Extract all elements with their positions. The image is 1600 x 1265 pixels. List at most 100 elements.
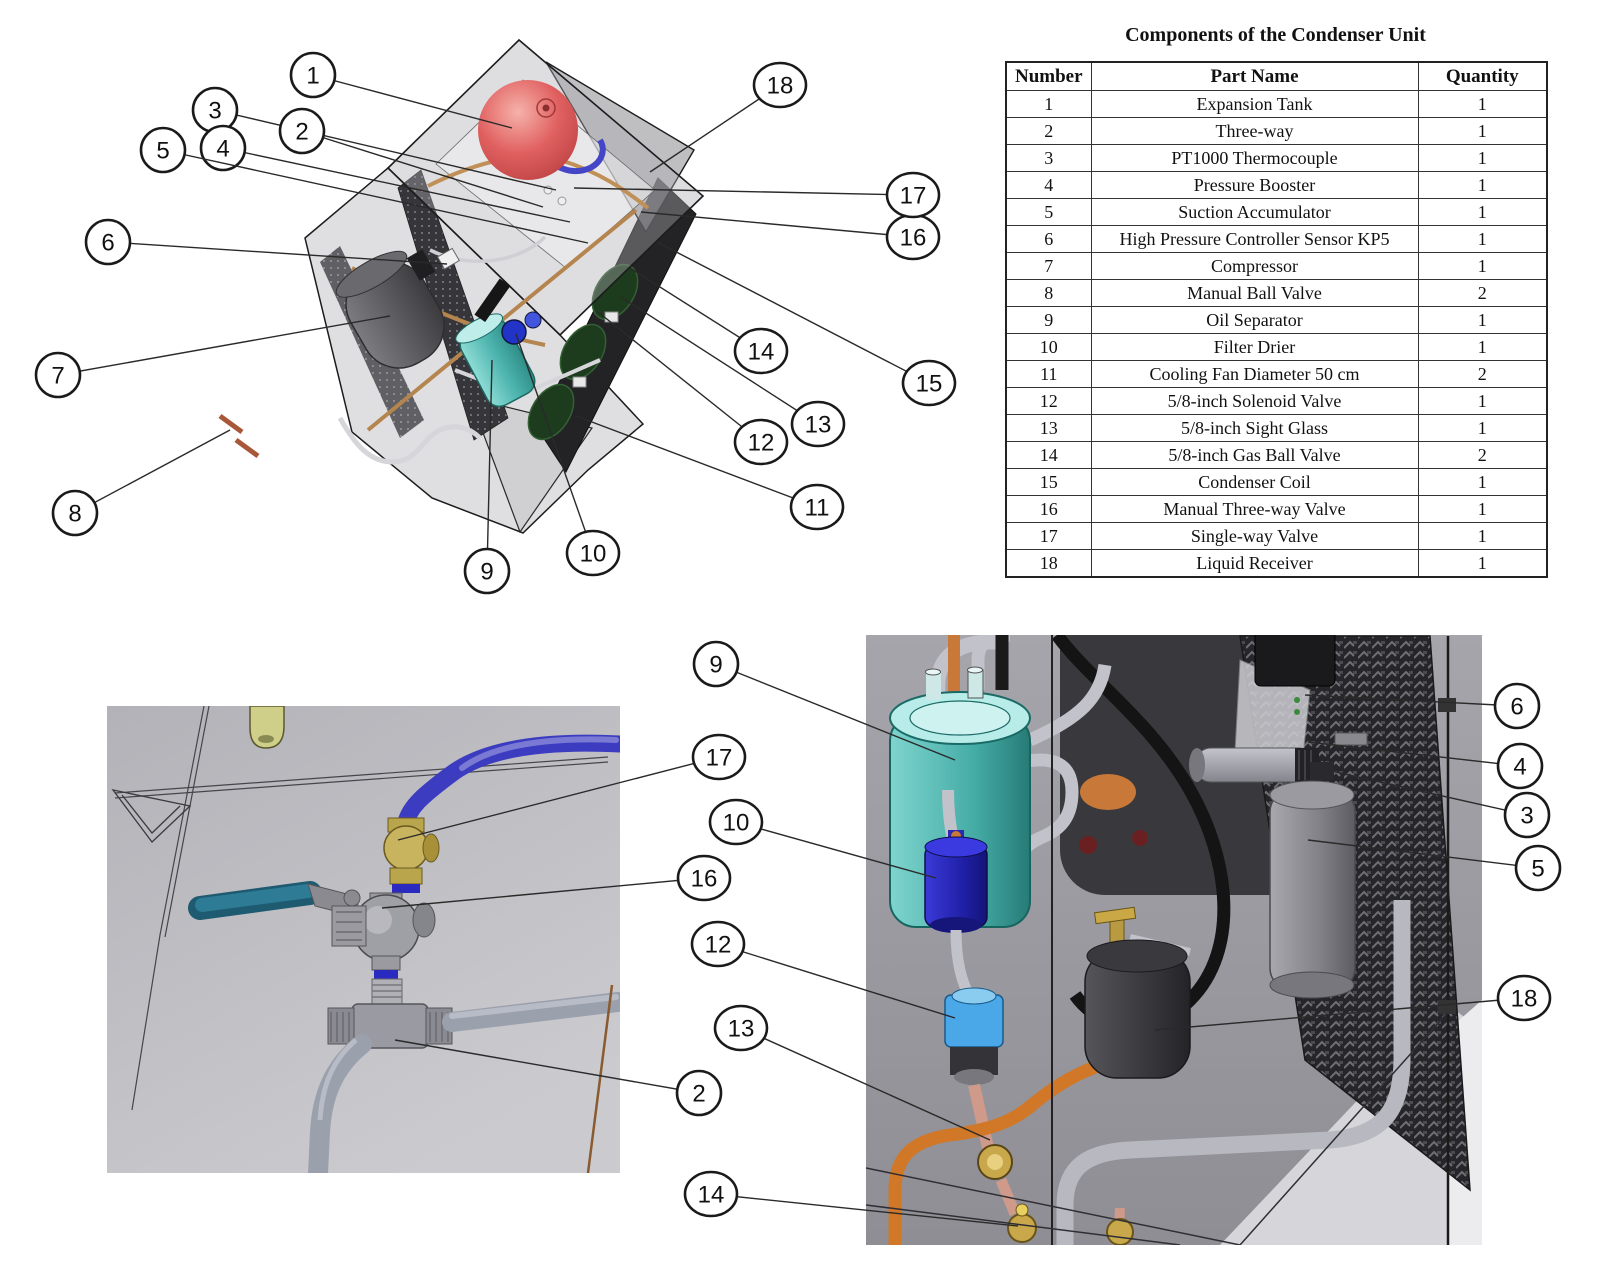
leader-line xyxy=(640,211,914,238)
valve-handle xyxy=(1015,1203,1029,1217)
cell-number: 1 xyxy=(1005,90,1092,118)
cell-part-name: Suction Accumulator xyxy=(1090,198,1419,226)
leader-line xyxy=(620,296,819,425)
led xyxy=(1294,709,1300,715)
filter-drier xyxy=(924,830,988,933)
callout-number: 16 xyxy=(900,225,927,252)
leader-line xyxy=(649,84,781,173)
callout-piping_detail-5: 5 xyxy=(1307,839,1562,892)
callout-bubble xyxy=(51,489,99,537)
cell-quantity: 1 xyxy=(1417,495,1548,523)
callout-bubble xyxy=(1496,742,1544,790)
callout-number: 4 xyxy=(216,136,229,163)
leader-line xyxy=(1307,741,1521,767)
callout-number: 14 xyxy=(698,1182,725,1209)
wireframe-triangle xyxy=(111,789,192,843)
cell-part-name: Liquid Receiver xyxy=(1090,549,1419,578)
cell-quantity: 1 xyxy=(1417,549,1548,578)
callout-bubble xyxy=(790,400,846,448)
callout-bubble xyxy=(84,218,132,266)
callout-bubble xyxy=(733,327,789,375)
panel-edge-lines xyxy=(131,706,210,1111)
cell-part-name: Filter Drier xyxy=(1090,333,1419,361)
cell-part-name: Condenser Coil xyxy=(1090,468,1419,496)
cell-number: 17 xyxy=(1005,522,1092,550)
glass-bottom-edges xyxy=(866,1011,1449,1245)
callout-overview-7: 7 xyxy=(34,315,391,399)
callout-valve_detail-16: 16 xyxy=(381,854,732,909)
callout-bubble xyxy=(885,171,941,219)
figure-piping-detail xyxy=(866,635,1482,1245)
cell-quantity: 1 xyxy=(1417,414,1548,442)
pt1000-thermocouple xyxy=(1310,762,1334,780)
cell-part-name: Expansion Tank xyxy=(1090,90,1419,118)
cooling-fans xyxy=(527,263,639,441)
callout-overview-11: 11 xyxy=(575,415,845,531)
orange-copper-pipe xyxy=(888,1045,1176,1245)
callout-bubble xyxy=(565,529,621,577)
figure-overview xyxy=(218,38,705,534)
col-header-quantity: Quantity xyxy=(1417,61,1548,91)
leader-line xyxy=(74,429,231,514)
sight-glass-lens xyxy=(987,1154,1003,1170)
ball-valve-stubs xyxy=(218,413,260,459)
callout-number: 16 xyxy=(691,866,718,893)
gas-ball-valve xyxy=(1007,1213,1037,1243)
callout-bubble xyxy=(1493,682,1541,730)
cell-quantity: 2 xyxy=(1417,441,1548,469)
callout-number: 6 xyxy=(101,230,114,257)
receiver-valve-handle xyxy=(1093,906,1137,925)
callout-bubble xyxy=(278,107,326,155)
callout-number: 6 xyxy=(1510,694,1523,721)
gray-pipe xyxy=(1027,663,1112,746)
callout-number: 4 xyxy=(1513,754,1526,781)
cell-quantity: 1 xyxy=(1417,468,1548,496)
leader-line xyxy=(222,147,571,223)
callout-overview-5: 5 xyxy=(139,126,589,244)
cell-part-name: 5/8-inch Solenoid Valve xyxy=(1090,387,1419,415)
callout-bubble xyxy=(683,1170,739,1218)
liquid-receiver xyxy=(1084,906,1191,1079)
cell-part-name: Manual Three-way Valve xyxy=(1090,495,1419,523)
cell-part-name: PT1000 Thermocouple xyxy=(1090,144,1419,172)
nozzle xyxy=(926,672,941,700)
suction-accumulator xyxy=(1269,789,1356,991)
leader-line xyxy=(1304,694,1518,707)
cell-number: 3 xyxy=(1005,144,1092,172)
cell-quantity: 1 xyxy=(1417,198,1548,226)
cell-part-name: Pressure Booster xyxy=(1090,171,1419,199)
callout-number: 15 xyxy=(916,371,943,398)
callout-bubble xyxy=(139,126,187,174)
booster-cap xyxy=(1189,748,1205,782)
cell-part-name: Manual Ball Valve xyxy=(1090,279,1419,307)
panel-edge-lines xyxy=(114,756,609,799)
callout-piping_detail-13: 13 xyxy=(713,1004,991,1141)
callout-bubble xyxy=(1514,844,1562,892)
col-header-part-name: Part Name xyxy=(1090,61,1419,91)
callout-bubble xyxy=(708,798,764,846)
pipe-highlight xyxy=(317,1038,358,1121)
tank-port-center xyxy=(542,104,550,112)
cell-number: 16 xyxy=(1005,495,1092,523)
expansion-tank xyxy=(478,80,578,180)
cell-part-name: 5/8-inch Gas Ball Valve xyxy=(1090,441,1419,469)
callout-overview-10: 10 xyxy=(515,333,621,577)
yellow-bracket xyxy=(249,706,285,749)
fan-connector xyxy=(604,311,619,323)
callout-number: 17 xyxy=(900,183,927,210)
callout-number: 9 xyxy=(480,559,493,586)
parts-table-panel: Components of the Condenser Unit Number … xyxy=(1005,24,1548,578)
callout-number: 12 xyxy=(705,932,732,959)
leader-line xyxy=(597,311,762,443)
callout-bubble xyxy=(691,733,747,781)
